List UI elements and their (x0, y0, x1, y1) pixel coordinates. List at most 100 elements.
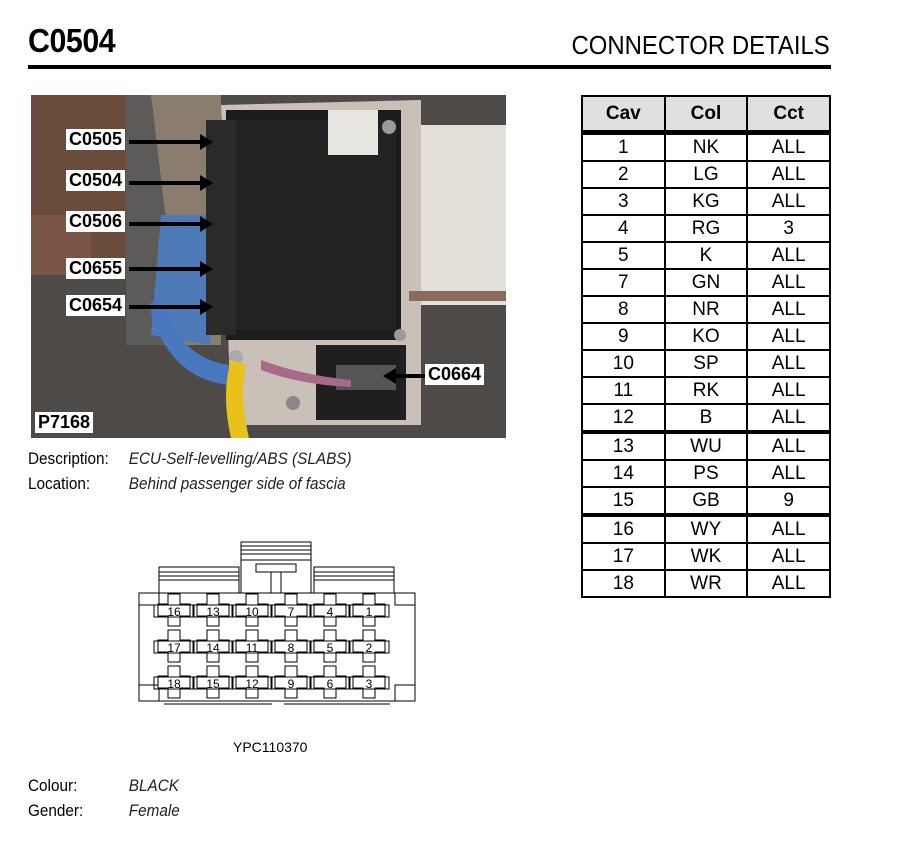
pin-terminal-outline (153, 604, 195, 618)
cell-colour: GB (663, 486, 749, 517)
location-row: Location:Behind passenger side of fascia (28, 474, 346, 494)
pin-number-label: 14 (206, 641, 220, 655)
cell-colour: WY (663, 514, 749, 544)
colour-value: BLACK (128, 776, 179, 795)
cell-circuit: ALL (746, 160, 831, 189)
description-value: ECU-Self-levelling/ABS (SLABS) (128, 449, 352, 468)
callout-label-c0505: C0505 (66, 129, 126, 150)
cell-cavity: 8 (581, 295, 666, 324)
section-title: CONNECTOR DETAILS (571, 30, 830, 60)
pin-terminal-outline (348, 676, 390, 690)
callout-label-c0664: C0664 (425, 364, 485, 385)
pin-number-label: 15 (206, 677, 220, 691)
cell-colour: WU (663, 431, 749, 461)
pin-number-label: 16 (167, 605, 181, 619)
pin-terminal-outline (231, 604, 273, 618)
pin-number-label: 11 (246, 641, 259, 655)
pin-number-label: 12 (245, 677, 259, 691)
cell-colour: KO (663, 322, 749, 351)
pin-number-label: 7 (288, 605, 295, 619)
pin-cavity (157, 629, 191, 663)
pin-cavity (235, 629, 269, 663)
pin-terminal-outline (348, 640, 390, 654)
pin-number-label: 4 (327, 605, 334, 619)
pin-terminal-outline (231, 640, 273, 654)
pin-number-label: 2 (366, 641, 373, 655)
pin-number-label: 13 (206, 605, 220, 619)
pin-terminal-outline (231, 676, 273, 690)
cell-circuit: ALL (746, 187, 831, 216)
cell-circuit: ALL (746, 241, 831, 270)
cell-colour: B (663, 403, 749, 434)
pin-cavity (352, 629, 386, 663)
cell-circuit: 3 (746, 214, 831, 243)
cell-circuit: ALL (746, 431, 831, 461)
pin-cavity (196, 665, 230, 699)
pin-cavity (196, 629, 230, 663)
pin-cavity (313, 593, 347, 627)
cell-cavity: 14 (581, 459, 666, 488)
pin-number-label: 9 (288, 677, 295, 691)
cell-circuit: ALL (746, 403, 831, 434)
pin-number-label: 3 (366, 677, 373, 691)
cell-circuit: ALL (746, 459, 831, 488)
callout-arrow-c0504 (129, 175, 213, 191)
cell-colour: SP (663, 349, 749, 378)
cell-circuit: ALL (746, 295, 831, 324)
table-header-row: Cav Col Cct (581, 95, 831, 135)
pin-cavity (274, 629, 308, 663)
cell-circuit: ALL (746, 376, 831, 405)
pin-terminal-outline (270, 640, 312, 654)
pin-terminal-outline (270, 676, 312, 690)
pin-number-label: 8 (288, 641, 295, 655)
pin-cavity (157, 665, 191, 699)
cell-colour: RK (663, 376, 749, 405)
callout-arrow-c0506 (129, 216, 213, 232)
cell-cavity: 4 (581, 214, 666, 243)
gender-row: Gender:Female (28, 801, 180, 821)
cell-cavity: 2 (581, 160, 666, 189)
description-row: Description:ECU-Self-levelling/ABS (SLAB… (28, 449, 352, 469)
header-circuit: Cct (746, 95, 831, 135)
pin-number-label: 10 (245, 605, 259, 619)
pin-cavity (235, 665, 269, 699)
cell-cavity: 16 (581, 514, 666, 544)
cell-cavity: 7 (581, 268, 666, 297)
cell-colour: LG (663, 160, 749, 189)
cell-circuit: 9 (746, 486, 831, 517)
callout-label-c0506: C0506 (66, 211, 126, 232)
pin-terminal-outline (309, 604, 351, 618)
callout-arrow-c0505 (129, 134, 213, 150)
location-value: Behind passenger side of fascia (128, 474, 346, 493)
pin-number-label: 5 (327, 641, 334, 655)
pin-terminal-outline (270, 604, 312, 618)
cell-colour: NR (663, 295, 749, 324)
gender-label: Gender: (28, 801, 84, 820)
pin-number-label: 6 (327, 677, 334, 691)
colour-row: Colour:BLACK (28, 776, 179, 796)
connector-location-photo: C0505 C0504 C0506 C0655 C0654 C0664 P716… (31, 95, 506, 438)
pin-cavity (196, 593, 230, 627)
part-number: YPC110370 (233, 739, 308, 755)
cell-colour: WK (663, 542, 749, 571)
cell-circuit: ALL (746, 322, 831, 351)
cell-circuit: ALL (746, 131, 831, 162)
callout-arrow-c0655 (129, 261, 213, 277)
cell-cavity: 13 (581, 431, 666, 461)
cell-circuit: ALL (746, 349, 831, 378)
pin-cavity (157, 593, 191, 627)
pin-terminal-outline (309, 676, 351, 690)
header-divider (28, 65, 831, 69)
connector-id-title: C0504 (28, 22, 116, 59)
cell-colour: KG (663, 187, 749, 216)
pin-cavity (352, 665, 386, 699)
